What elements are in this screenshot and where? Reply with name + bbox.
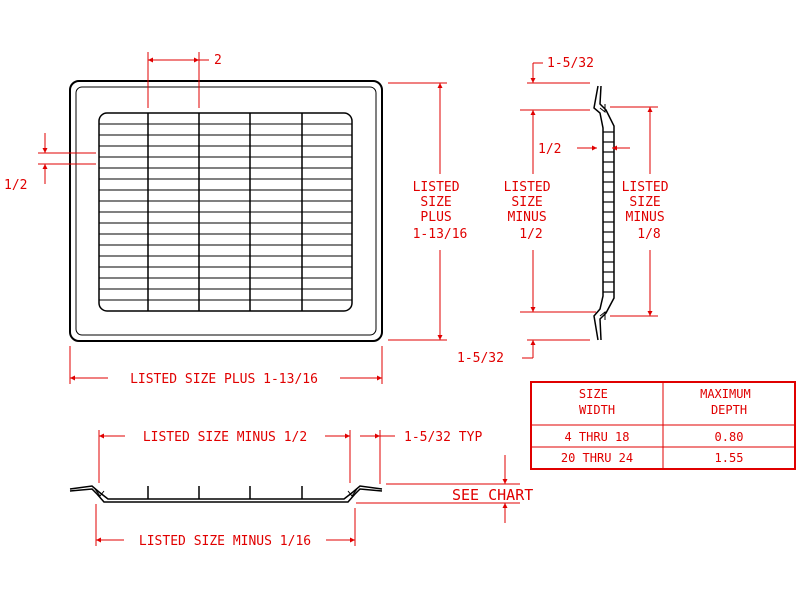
table-header-size: SIZE WIDTH [579,387,615,417]
dim-see-chart: SEE CHART [356,455,533,523]
depth-table: SIZE WIDTH MAXIMUM DEPTH 4 THRU 18 0.80 … [530,381,796,470]
dim-louver-spacing-label: 2 [214,53,222,68]
dim-side-bottom-offset-label: 1-5/32 [457,351,504,366]
grille-louvers [99,123,352,301]
dim-bottom-minus-sixteenth: LISTED SIZE MINUS 1/16 [95,504,356,549]
dim-bottom-typ: 1-5/32 TYP [360,430,482,484]
dim-overall-width-label: LISTED SIZE PLUS 1-13/16 [130,372,318,387]
bottom-profile [69,485,383,500]
table-row-depth: 1.55 [715,451,744,465]
front-view: 2 1/2 LISTED SIZE PLUS 1-13/16 [4,52,467,387]
dim-overall-height: LISTED SIZE PLUS 1-13/16 [388,82,468,341]
dim-see-chart-label: SEE CHART [452,486,533,504]
dim-side-minus-eighth-label: LISTED SIZE MINUS 1/8 [622,180,677,242]
dim-side-minus-eighth: LISTED SIZE MINUS 1/8 [610,106,677,317]
table-row-depth: 0.80 [715,430,744,444]
table-row-size: 4 THRU 18 [564,430,629,444]
dim-overall-width: LISTED SIZE PLUS 1-13/16 [69,346,383,387]
side-louver-ticks [603,131,614,293]
grille-outer-frame [69,80,383,342]
dim-louver-pitch: 1/2 [4,133,96,193]
dim-side-top-offset-label: 1-5/32 [547,56,594,71]
table-row-size: 20 THRU 24 [561,451,633,465]
dim-side-depth-label: 1/2 [538,142,561,157]
dim-bottom-minus-half-label: LISTED SIZE MINUS 1/2 [143,430,307,445]
bottom-view: LISTED SIZE MINUS 1/2 1-5/32 TYP SEE CHA… [69,430,533,549]
grille-inner-frame [75,86,377,336]
side-view: 1-5/32 1/2 LISTED SIZE MINUS 1/2 [457,56,677,366]
dim-overall-height-label: LISTED SIZE PLUS 1-13/16 [413,180,468,242]
dim-bottom-typ-label: 1-5/32 TYP [404,430,482,445]
dim-side-depth: 1/2 [538,142,630,157]
side-profile [593,85,604,341]
dim-louver-pitch-label: 1/2 [4,178,27,193]
dim-bottom-minus-half: LISTED SIZE MINUS 1/2 [98,430,351,483]
dim-bottom-minus-sixteenth-label: LISTED SIZE MINUS 1/16 [139,534,311,549]
dim-side-minus-half: LISTED SIZE MINUS 1/2 [504,130,596,313]
dim-side-bottom-offset: 1-5/32 [457,339,590,366]
table-header-depth: MAXIMUM DEPTH [700,387,758,417]
dim-louver-spacing: 2 [147,52,222,108]
dim-side-minus-half-label: LISTED SIZE MINUS 1/2 [504,180,559,242]
dim-side-top-offset: 1-5/32 [520,56,594,130]
bottom-dividers [147,486,303,499]
